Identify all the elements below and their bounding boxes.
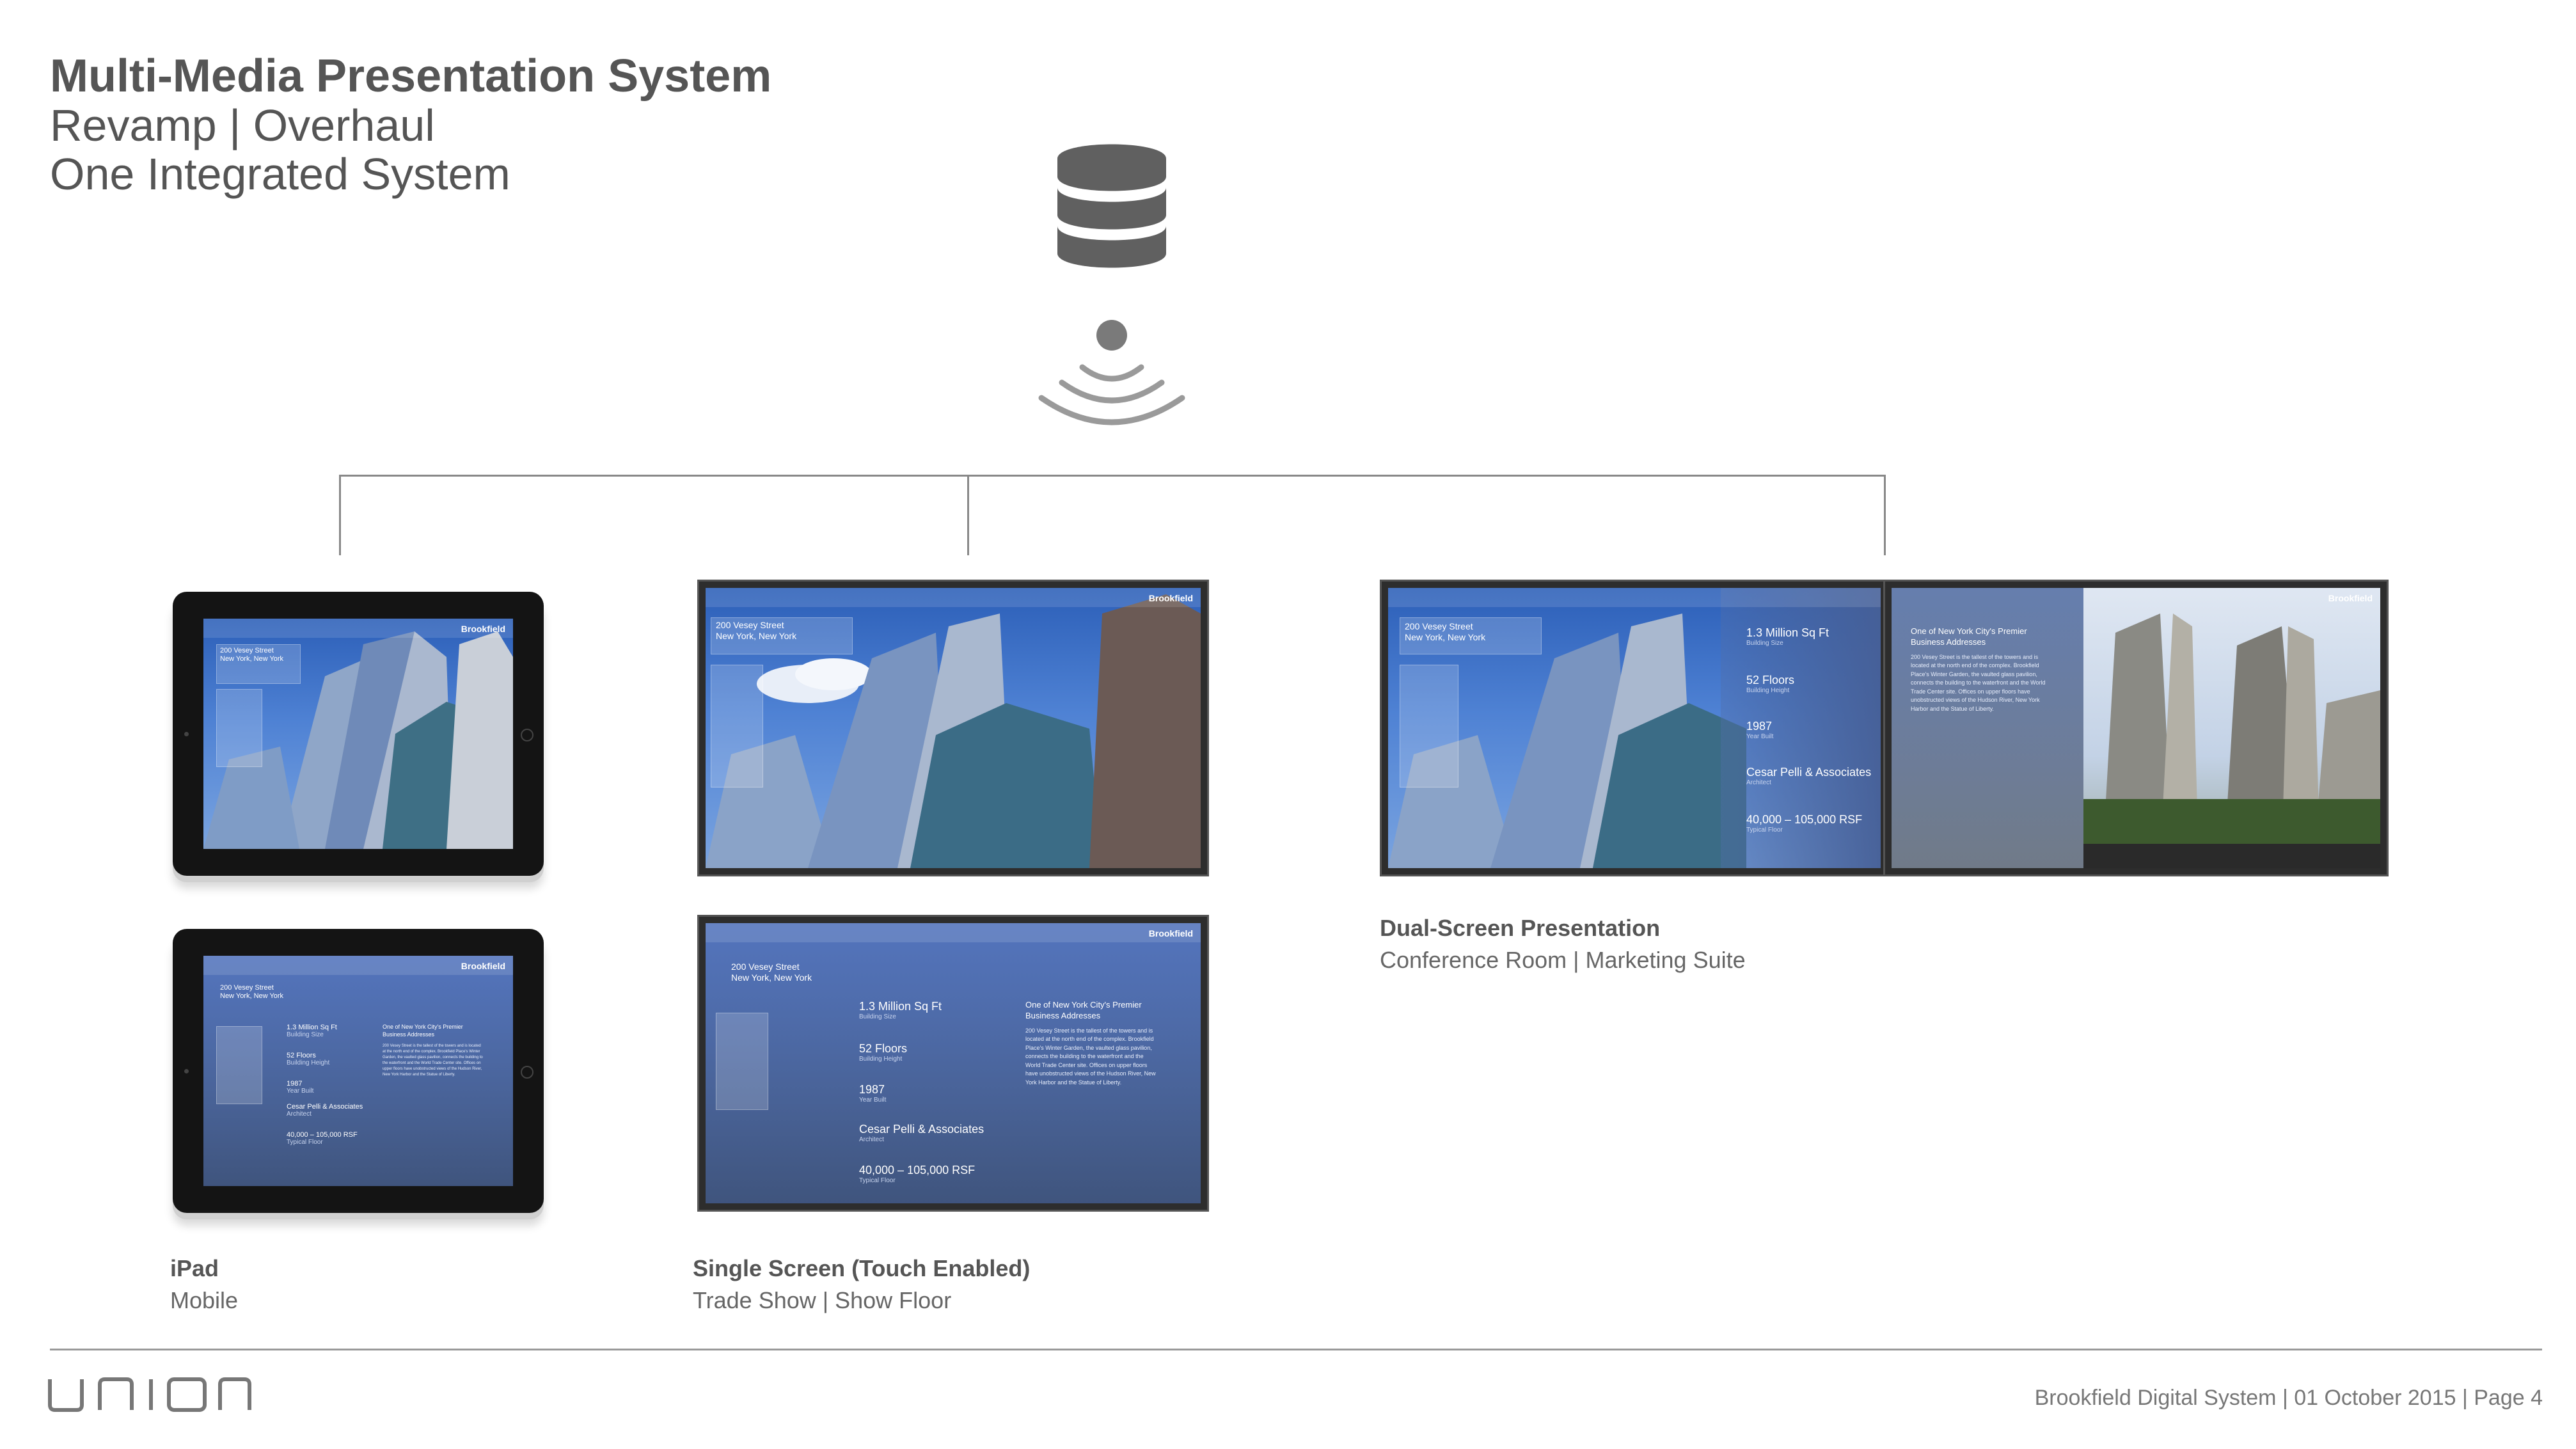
address-line-1: 200 Vesey Street — [220, 984, 274, 992]
description-block: One of New York City's Premier Business … — [383, 1024, 483, 1077]
dual-screen-right: Brookfield One of New York City's Premie… — [1883, 580, 2389, 876]
caption-single-subtitle: Trade Show | Show Floor — [693, 1287, 952, 1313]
ipad-screen-info: Brookfield 200 Vesey Street New York, Ne… — [203, 956, 513, 1186]
connector-horizontal — [339, 475, 1886, 477]
caption-dual-title: Dual-Screen Presentation — [1380, 915, 1661, 941]
single-screen-monitor-1: Brookfield 200 Vesey Street New York, Ne… — [697, 580, 1209, 876]
dual-screen-left: 200 Vesey Street New York, New York 1.3 … — [1380, 580, 1889, 876]
monitor-screen-info: Brookfield 200 Vesey Street New York, Ne… — [706, 923, 1201, 1203]
side-menu[interactable] — [711, 665, 763, 788]
connector-left — [339, 475, 341, 555]
address-line-1: 200 Vesey Street — [716, 620, 784, 630]
address-line-2: New York, New York — [220, 655, 284, 663]
address-line-2: New York, New York — [220, 992, 284, 1001]
address-line-1: 200 Vesey Street — [1405, 621, 1473, 631]
monitor-screen-building: Brookfield 200 Vesey Street New York, Ne… — [706, 588, 1201, 868]
connector-middle — [967, 475, 969, 555]
ipad-screen-building: Brookfield 200 Vesey Street New York, Ne… — [203, 619, 513, 849]
logo-text: union — [47, 1375, 49, 1376]
home-button-icon — [521, 1066, 533, 1079]
building-image — [706, 594, 1201, 868]
dual-right-screen: Brookfield One of New York City's Premie… — [1892, 588, 2380, 868]
description-block: One of New York City's Premier Business … — [1025, 1000, 1156, 1086]
database-icon — [1057, 144, 1166, 268]
brand-logo: Brookfield — [1148, 593, 1193, 603]
union-logo: union — [47, 1375, 251, 1412]
building-image — [203, 631, 513, 849]
single-screen-monitor-2: Brookfield 200 Vesey Street New York, Ne… — [697, 915, 1209, 1212]
ipad-device-1: Brookfield 200 Vesey Street New York, Ne… — [173, 592, 544, 876]
description-block: One of New York City's Premier Business … — [1911, 626, 2046, 712]
home-button-icon — [521, 729, 533, 741]
address-line-2: New York, New York — [731, 972, 812, 983]
caption-single-title: Single Screen (Touch Enabled) — [693, 1255, 1031, 1281]
caption-dual-subtitle: Conference Room | Marketing Suite — [1380, 947, 1746, 973]
dual-left-screen: 200 Vesey Street New York, New York 1.3 … — [1388, 588, 1881, 868]
wireless-signal-icon — [1038, 320, 1185, 425]
brand-logo: Brookfield — [1148, 928, 1193, 938]
page-subtitle: Revamp | Overhaul — [50, 100, 435, 150]
side-menu[interactable] — [216, 1026, 262, 1104]
camera-icon — [184, 732, 189, 736]
address-line-1: 200 Vesey Street — [731, 962, 800, 972]
address-line-1: 200 Vesey Street — [220, 647, 274, 654]
side-menu[interactable] — [1400, 665, 1458, 788]
brand-logo: Brookfield — [2328, 593, 2373, 603]
connector-right — [1884, 475, 1886, 555]
footer-divider — [50, 1349, 2542, 1350]
address-line-2: New York, New York — [716, 630, 797, 641]
side-menu[interactable] — [216, 689, 262, 767]
brand-logo: Brookfield — [461, 961, 505, 971]
page-subtitle-2: One Integrated System — [50, 149, 510, 199]
camera-icon — [184, 1069, 189, 1073]
side-menu[interactable] — [716, 1013, 768, 1110]
footer-info: Brookfield Digital System | 01 October 2… — [2034, 1386, 2543, 1410]
address-line-2: New York, New York — [1405, 631, 1486, 642]
ipad-device-2: Brookfield 200 Vesey Street New York, Ne… — [173, 929, 544, 1213]
page-title: Multi-Media Presentation System — [50, 51, 772, 102]
caption-ipad-title: iPad — [170, 1255, 219, 1281]
brand-logo: Brookfield — [461, 624, 505, 634]
towers-photo — [2083, 614, 2380, 868]
caption-ipad-subtitle: Mobile — [170, 1287, 239, 1313]
building-image — [1388, 614, 1746, 868]
